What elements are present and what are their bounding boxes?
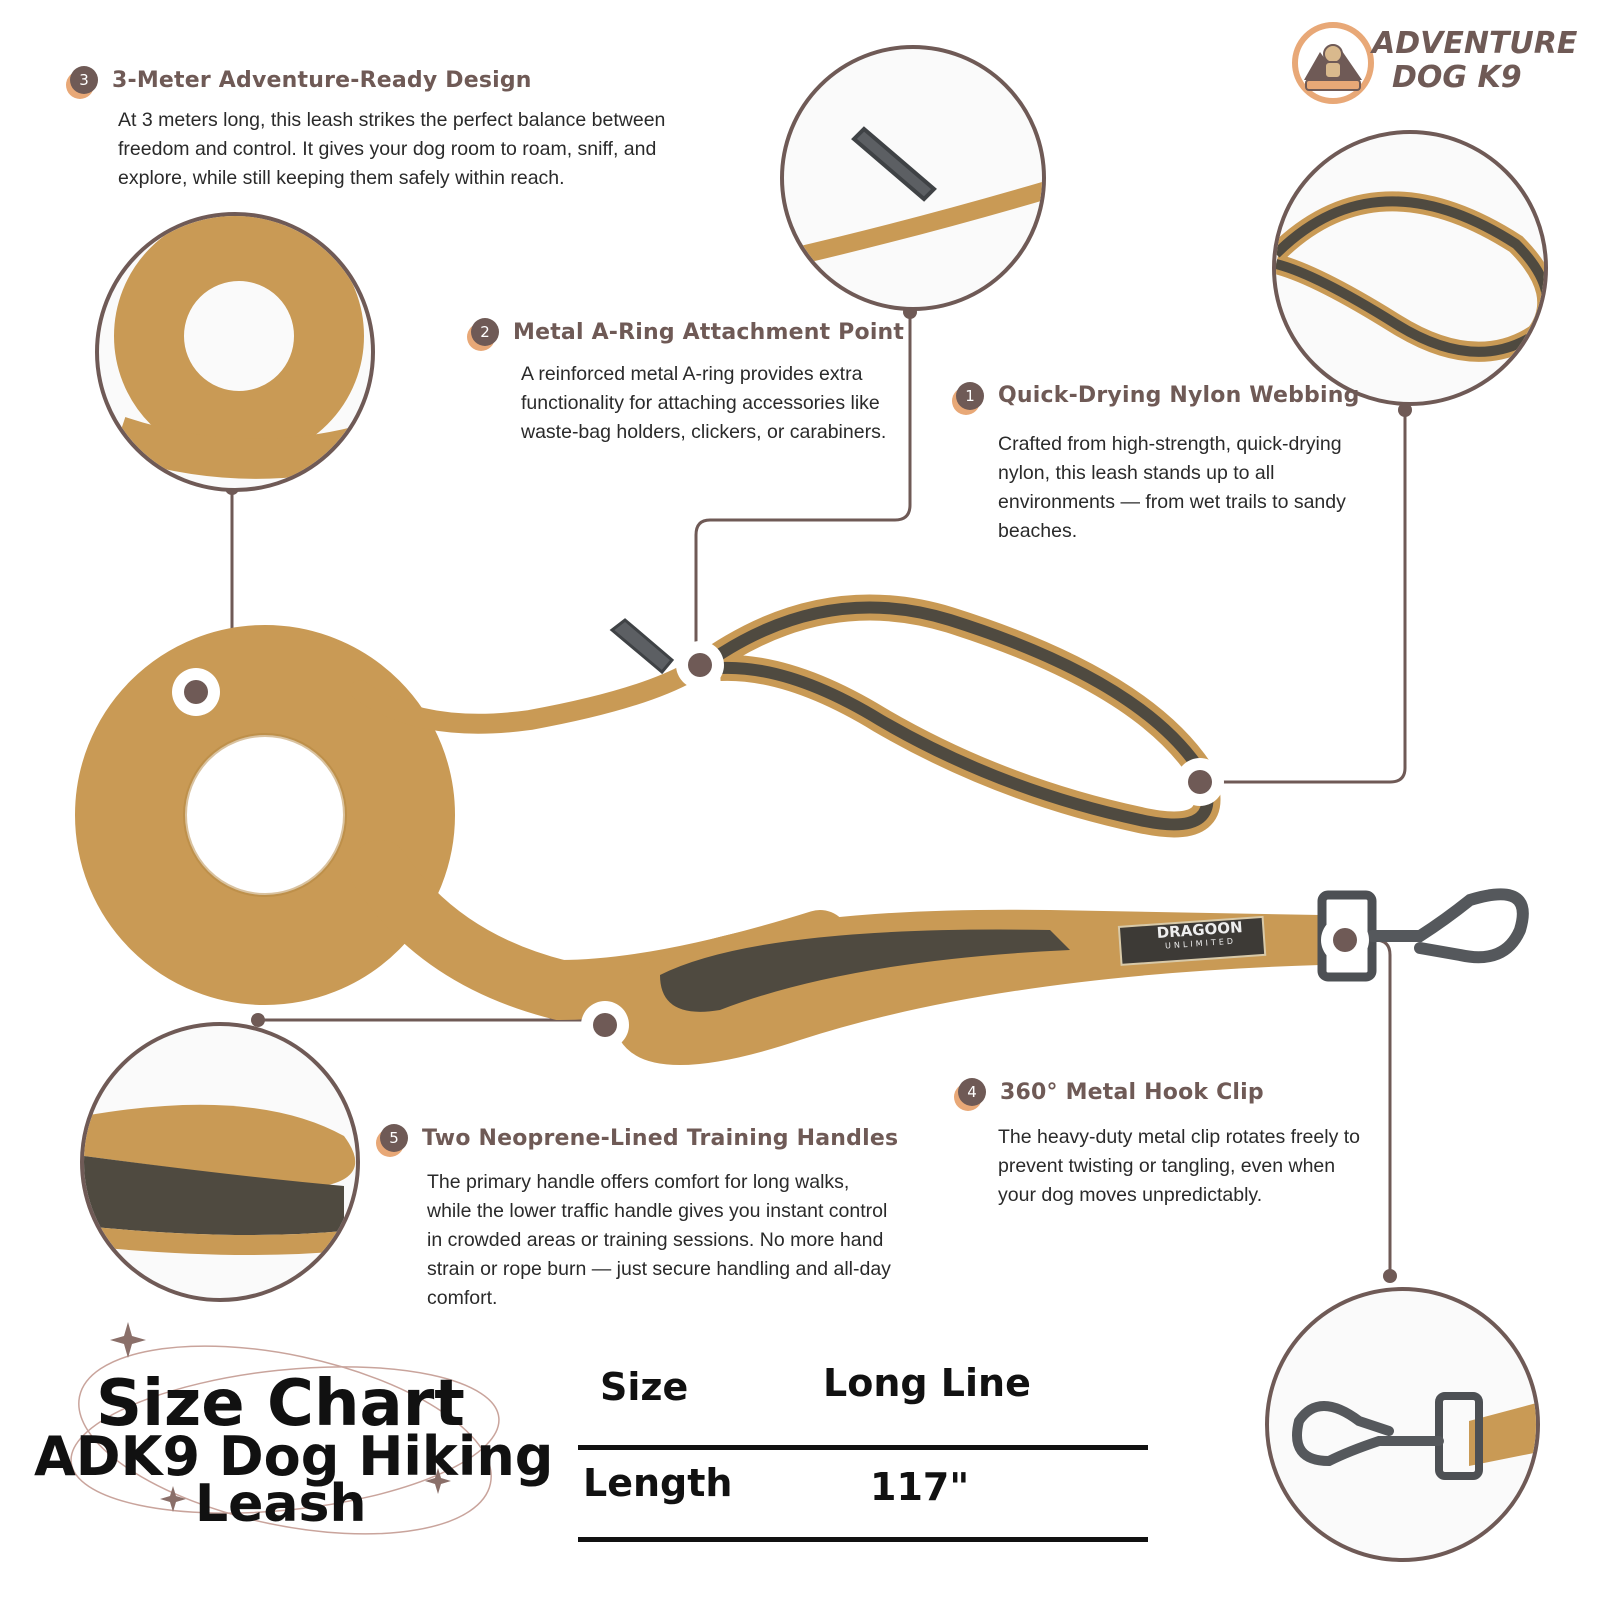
leash-coil xyxy=(75,625,455,1005)
feature-1-number: 1 xyxy=(956,382,984,410)
detail-circle-a-ring xyxy=(780,45,1046,311)
feature-3-number: 3 xyxy=(70,66,98,94)
feature-2-body: A reinforced metal A-ring provides extra… xyxy=(521,363,887,443)
detail-circle-coil xyxy=(95,212,375,492)
brand-name-line1: ADVENTURE xyxy=(1372,26,1578,61)
leash-strap xyxy=(350,662,700,734)
size-chart-title-line2: ADK9 Dog Hiking xyxy=(34,1425,554,1488)
hook-clip xyxy=(1366,888,1529,964)
table-header-value: Long Line xyxy=(823,1361,1031,1405)
dog-logo-icon xyxy=(1292,22,1374,104)
orbit-decoration xyxy=(70,1322,500,1535)
feature-5-title: Two Neoprene-Lined Training Handles xyxy=(422,1126,899,1151)
brand-name-line2: DOG K9 xyxy=(1392,60,1522,95)
feature-5-body: The primary handle offers comfort for lo… xyxy=(427,1171,891,1309)
feature-4-title: 360° Metal Hook Clip xyxy=(1000,1080,1264,1105)
size-chart-title-line1: Size Chart xyxy=(96,1367,465,1441)
table-row-value: 117" xyxy=(870,1465,970,1509)
table-divider-bottom xyxy=(578,1537,1148,1542)
feature-2-title: Metal A-Ring Attachment Point xyxy=(513,320,905,345)
size-table: Size Long Line Length 117" xyxy=(578,1361,1148,1545)
sparkle-star-icon xyxy=(110,1322,146,1358)
table-header-label: Size xyxy=(600,1365,689,1409)
table-divider-top xyxy=(578,1445,1148,1450)
feature-1-title: Quick-Drying Nylon Webbing xyxy=(998,383,1360,408)
feature-3-body: At 3 meters long, this leash strikes the… xyxy=(118,109,666,189)
feature-5-number: 5 xyxy=(380,1124,408,1152)
feature-2-number: 2 xyxy=(471,318,499,346)
feature-4-body: The heavy-duty metal clip rotates freely… xyxy=(998,1126,1360,1206)
a-ring xyxy=(609,618,675,675)
detail-circle-handle xyxy=(80,1022,360,1302)
dragoon-tag xyxy=(1117,915,1267,966)
feature-3-title: 3-Meter Adventure-Ready Design xyxy=(112,68,532,93)
feature-4-number: 4 xyxy=(958,1078,986,1106)
sparkle-star-icon xyxy=(425,1468,451,1494)
size-chart-title-line3: Leash xyxy=(195,1474,367,1534)
brand-logo: ADVENTURE DOG K9 xyxy=(1292,20,1577,110)
sparkle-star-icon xyxy=(160,1486,186,1512)
table-row-label: Length xyxy=(583,1461,733,1505)
detail-circle-webbing xyxy=(1272,130,1548,406)
detail-circle-hook xyxy=(1265,1287,1540,1562)
feature-1-body: Crafted from high-strength, quick-drying… xyxy=(998,433,1346,542)
